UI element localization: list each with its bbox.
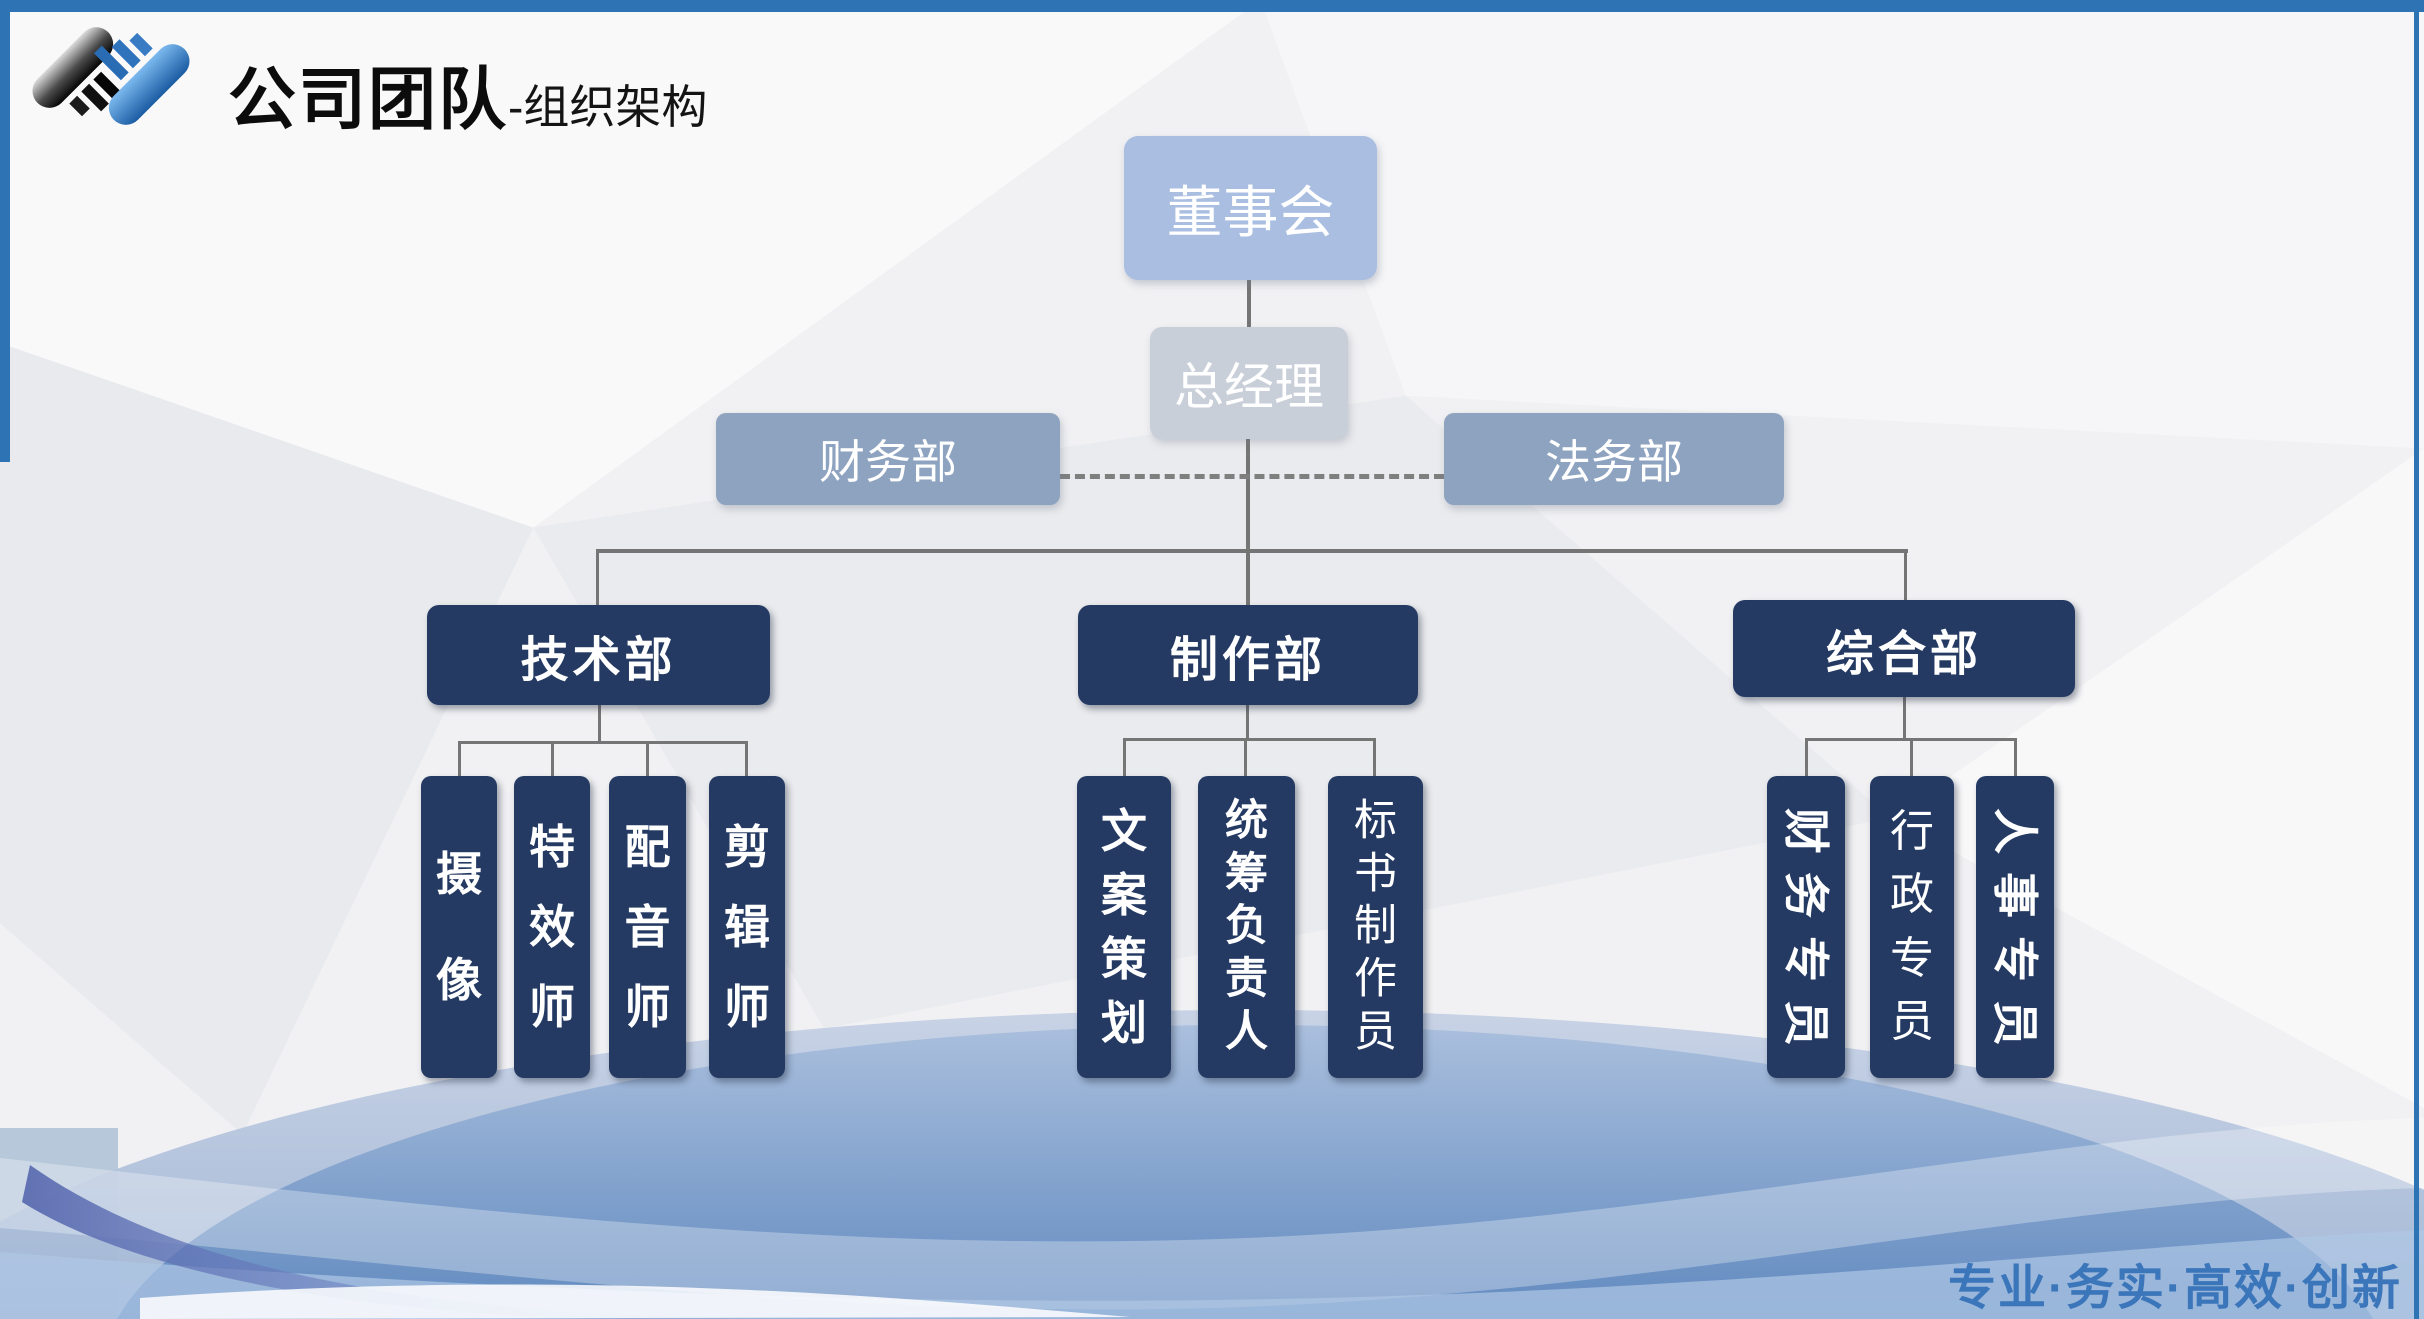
page-title: 公司团队 (228, 62, 509, 138)
role-box-admin-specialist: 行政专员 (1870, 776, 1954, 1078)
role-label: 行政专员 (1890, 806, 1934, 1047)
role-label: 摄像 (436, 847, 482, 1007)
page-subtitle: -组织架构 (508, 81, 708, 133)
connector-tech-leaf (745, 743, 748, 778)
role-box-vfx-artist: 特效师 (514, 776, 590, 1078)
connector-prod-leaf (1123, 740, 1126, 778)
role-label: 统筹负责人 (1225, 796, 1268, 1057)
org-box-finance-dept: 财务部 (716, 413, 1060, 505)
connector-general-rail (1805, 738, 2017, 741)
connector-trunk-tech (596, 551, 599, 607)
connector-staff-dashed (1060, 474, 1444, 479)
org-box-general-manager: 总经理 (1150, 327, 1348, 439)
role-label: 标书制作员 (1354, 797, 1397, 1057)
page-header: 公司团队 -组织架构 (228, 44, 707, 143)
role-box-voice-artist: 配音师 (609, 776, 686, 1078)
role-label: 文案策划 (1101, 805, 1147, 1049)
org-box-label: 技术部 (520, 634, 677, 687)
company-logo-icon (32, 27, 190, 125)
org-box-label: 综合部 (1825, 627, 1982, 681)
connector-prod-stub (1246, 705, 1249, 740)
connector-tech-stub (598, 705, 601, 743)
role-box-camera-operator: 摄像 (421, 776, 497, 1078)
connector-gm-trunk (1246, 439, 1250, 607)
connector-prod-leaf (1244, 740, 1247, 778)
connector-trunk (596, 549, 1908, 553)
org-box-general-dept: 综合部 (1733, 600, 2075, 697)
connector-tech-rail (458, 741, 748, 744)
connector-prod-rail (1123, 738, 1376, 741)
role-box-coordination-lead: 统筹负责人 (1198, 776, 1295, 1078)
slogan-text: 专业·务实·高效·创新 (1948, 1262, 2402, 1315)
role-label: 配音师 (624, 821, 671, 1033)
role-label: 剪辑师 (724, 821, 770, 1033)
connector-general-leaf (1910, 740, 1913, 778)
role-box-finance-specialist: 财务专员 (1767, 776, 1845, 1078)
connector-tech-leaf (646, 743, 649, 778)
connector-prod-leaf (1373, 740, 1376, 778)
org-box-label: 董事会 (1166, 182, 1335, 245)
role-box-hr-specialist: 人事专员 (1976, 776, 2054, 1078)
connector-board-gm (1247, 280, 1251, 327)
org-box-board: 董事会 (1124, 136, 1377, 280)
role-label: 财务专员 (1780, 808, 1832, 1046)
frame-right-bar (2414, 0, 2419, 1319)
role-box-bid-document-maker: 标书制作员 (1328, 776, 1423, 1078)
org-box-label: 总经理 (1174, 359, 1324, 415)
frame-left-bar (0, 0, 10, 462)
connector-general-leaf (2014, 740, 2017, 778)
org-box-label: 制作部 (1169, 634, 1326, 687)
connector-general-leaf (1805, 740, 1808, 778)
role-label: 特效师 (529, 821, 575, 1033)
role-box-editor: 剪辑师 (709, 776, 785, 1078)
org-box-production-dept: 制作部 (1078, 605, 1418, 705)
connector-trunk-general (1904, 551, 1907, 602)
role-box-copywriting: 文案策划 (1077, 776, 1171, 1078)
org-box-label: 财务部 (819, 437, 957, 488)
org-box-legal-dept: 法务部 (1444, 413, 1784, 505)
org-box-label: 法务部 (1545, 437, 1683, 488)
connector-general-stub (1903, 697, 1906, 740)
frame-top-bar (0, 0, 2424, 12)
connector-tech-leaf (551, 743, 554, 778)
org-box-tech-dept: 技术部 (427, 605, 770, 705)
connector-tech-leaf (458, 743, 461, 778)
role-label: 人事专员 (1989, 808, 2041, 1046)
